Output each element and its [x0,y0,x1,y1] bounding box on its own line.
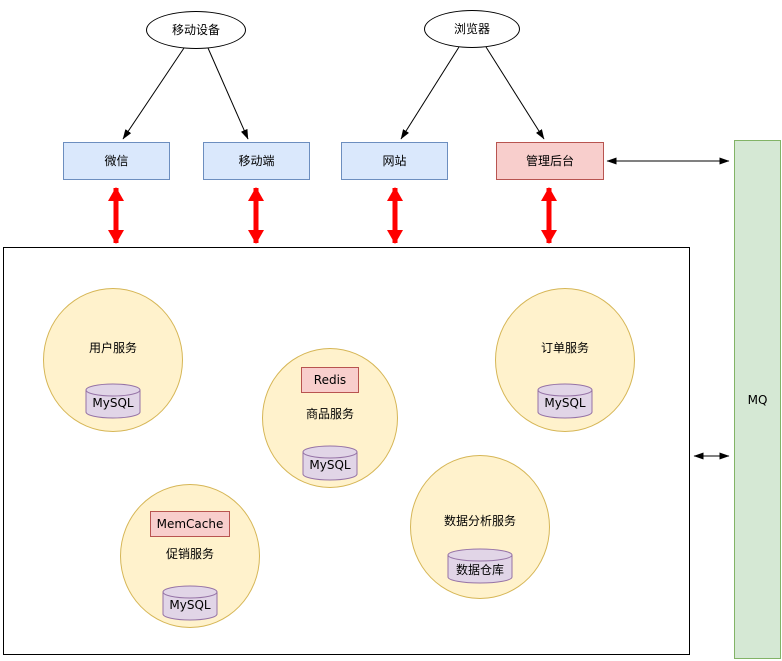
service-promotion: MemCache 促销服务 MySQL [120,484,260,628]
node-browser-label: 浏览器 [453,22,490,36]
database-label: 数据仓库 [455,563,504,577]
database-cylinder-icon [537,383,593,419]
database-label: MySQL [92,396,134,410]
service-promotion-database: MySQL [162,585,218,621]
edge-mobile-device-mobile-client [207,47,249,140]
database-cylinder-icon [162,585,218,621]
service-user-database: MySQL [85,383,141,419]
service-product: Redis 商品服务 MySQL [262,348,398,488]
service-analytics-database: 数据仓库 [447,548,513,584]
node-wechat-label: 微信 [104,154,129,168]
node-mobile-device-label: 移动设备 [171,23,220,37]
service-product-database: MySQL [302,445,358,481]
node-website-label: 网站 [382,154,407,168]
database-label: MySQL [309,458,351,472]
database-cylinder-icon [302,445,358,481]
service-product-cache: Redis [301,367,359,393]
service-product-label: 商品服务 [305,407,354,421]
node-mq: MQ [734,140,781,659]
node-mobile-device: 移动设备 [146,11,246,49]
edge-browser-website [400,46,460,140]
service-analytics: 数据分析服务 数据仓库 [410,455,550,599]
edge-browser-admin-console [485,46,545,140]
node-mq-label: MQ [747,392,768,407]
service-user-label: 用户服务 [88,341,137,355]
service-user: 用户服务 MySQL [43,288,183,432]
node-browser: 浏览器 [424,10,520,48]
database-label: MySQL [544,396,586,410]
service-promotion-cache: MemCache [150,511,230,537]
service-analytics-label: 数据分析服务 [443,514,516,528]
service-order-label: 订单服务 [540,341,589,355]
service-promotion-label: 促销服务 [165,547,214,561]
node-website: 网站 [341,142,448,180]
database-label: MySQL [169,598,211,612]
edge-mobile-device-wechat [122,47,185,140]
service-order: 订单服务 MySQL [495,288,635,432]
node-mobile-client-label: 移动端 [238,154,275,168]
node-mobile-client: 移动端 [203,142,310,180]
service-order-database: MySQL [537,383,593,419]
database-cylinder-icon [85,383,141,419]
database-cylinder-icon [447,548,513,584]
node-wechat: 微信 [63,142,170,180]
cache-label: Redis [313,373,347,387]
cache-label: MemCache [156,517,224,531]
node-admin-console-label: 管理后台 [525,154,574,168]
node-admin-console: 管理后台 [496,142,604,180]
